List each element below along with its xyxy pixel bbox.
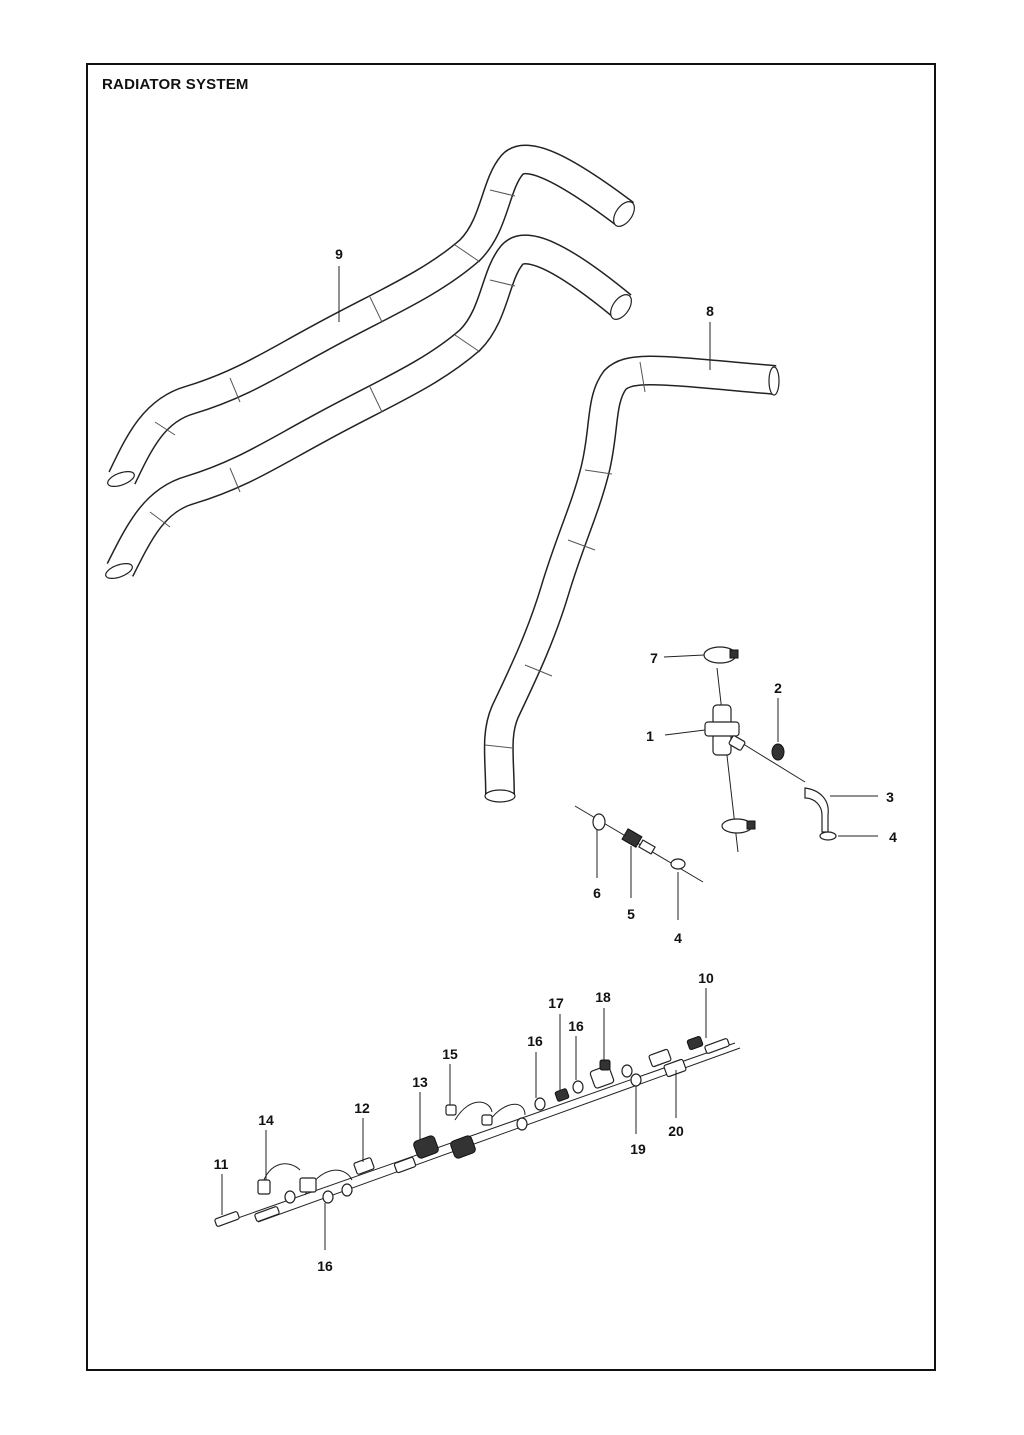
callout-15: 15 bbox=[442, 1046, 458, 1062]
callout-16-lower: 16 bbox=[317, 1258, 333, 1274]
callout-13: 13 bbox=[412, 1074, 428, 1090]
callout-14: 14 bbox=[258, 1112, 274, 1128]
callout-16-upper: 16 bbox=[568, 1018, 584, 1034]
callout-4-lower: 4 bbox=[674, 930, 682, 946]
callout-4-right: 4 bbox=[889, 829, 897, 845]
callout-8: 8 bbox=[706, 303, 714, 319]
callout-19: 19 bbox=[630, 1141, 646, 1157]
diagram-frame bbox=[86, 63, 936, 1371]
hose-8 bbox=[483, 355, 780, 803]
diagram-title: RADIATOR SYSTEM bbox=[102, 76, 249, 93]
callout-17: 17 bbox=[548, 995, 564, 1011]
temperature-sender-assembly bbox=[574, 805, 704, 883]
callout-1: 1 bbox=[646, 728, 654, 744]
callout-3: 3 bbox=[886, 789, 894, 805]
callout-10: 10 bbox=[698, 970, 714, 986]
hose-9-lower bbox=[105, 234, 632, 579]
callout-6: 6 bbox=[593, 885, 601, 901]
thermostat-housing-assembly bbox=[703, 646, 837, 853]
hose-9-upper bbox=[107, 144, 635, 487]
callout-2: 2 bbox=[774, 680, 782, 696]
wiring-harness-assembly bbox=[214, 1035, 741, 1227]
callout-9: 9 bbox=[335, 246, 343, 262]
callout-18: 18 bbox=[595, 989, 611, 1005]
callout-11: 11 bbox=[213, 1156, 229, 1172]
callout-16-middle: 16 bbox=[527, 1033, 543, 1049]
callout-leaders bbox=[221, 266, 878, 1250]
callout-7: 7 bbox=[650, 650, 658, 666]
callout-5: 5 bbox=[627, 906, 635, 922]
callout-20: 20 bbox=[668, 1123, 684, 1139]
callout-12: 12 bbox=[354, 1100, 370, 1116]
